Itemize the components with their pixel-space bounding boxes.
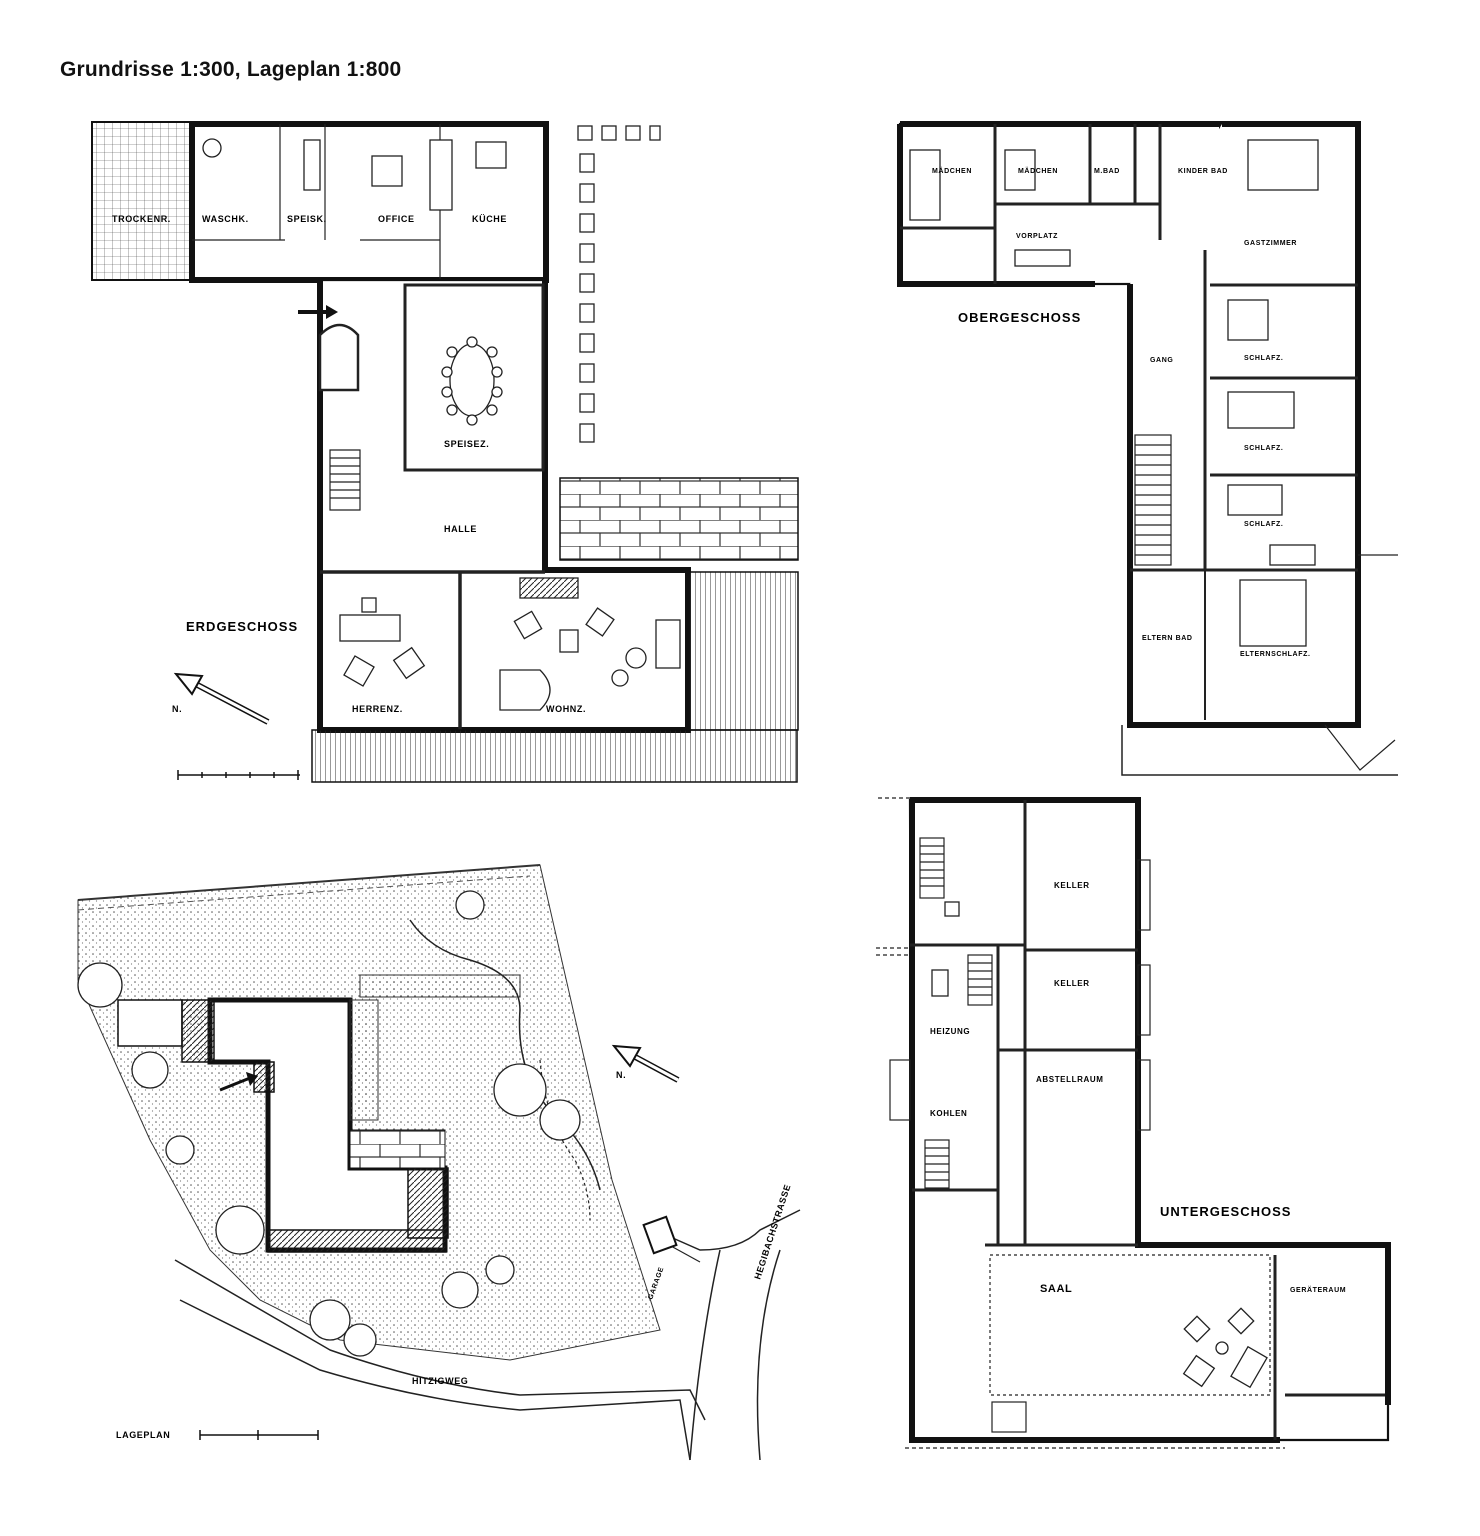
obergeschoss-labels: MÄDCHEN MÄDCHEN M.BAD KINDER BAD GASTZIM…	[932, 167, 1311, 658]
room-label: OFFICE	[378, 214, 415, 224]
room-label: MÄDCHEN	[1018, 167, 1058, 175]
room-label: SCHLAFZ.	[1244, 355, 1283, 362]
room-label: WASCHK.	[202, 214, 249, 224]
north-label: N.	[616, 1070, 626, 1080]
untergeschoss-plan	[876, 797, 1391, 1449]
north-label: N.	[172, 704, 182, 714]
room-label: SPEISEZ.	[444, 439, 489, 449]
room-label: SCHLAFZ.	[1244, 521, 1283, 528]
room-label: WOHNZ.	[546, 704, 586, 714]
room-label: SPEISK.	[287, 214, 327, 224]
room-label: GERÄTERAUM	[1290, 1286, 1346, 1294]
floor-label-untergeschoss: UNTERGESCHOSS	[1160, 1204, 1291, 1219]
room-label: SCHLAFZ.	[1244, 445, 1283, 452]
room-label: KOHLEN	[930, 1109, 967, 1118]
room-label: VORPLATZ	[1016, 233, 1058, 240]
room-label: HEIZUNG	[930, 1027, 970, 1036]
room-label: ABSTELLRAUM	[1036, 1075, 1103, 1084]
floor-label-obergeschoss: OBERGESCHOSS	[958, 310, 1081, 325]
room-label: HALLE	[444, 524, 477, 534]
untergeschoss-labels: KELLER KELLER HEIZUNG KOHLEN ABSTELLRAUM…	[930, 881, 1346, 1295]
room-label: KELLER	[1054, 979, 1090, 988]
room-label: KÜCHE	[472, 214, 507, 224]
room-label: KELLER	[1054, 881, 1090, 890]
room-label: ELTERN BAD	[1142, 635, 1193, 642]
room-label: KINDER BAD	[1178, 168, 1228, 175]
erdgeschoss-plan	[91, 121, 799, 783]
room-label: HERRENZ.	[352, 704, 403, 714]
room-label: M.BAD	[1094, 168, 1120, 175]
room-label: GASTZIMMER	[1244, 240, 1297, 247]
room-label: TROCKENR.	[112, 214, 171, 224]
page-title: Grundrisse 1:300, Lageplan 1:800	[60, 58, 402, 81]
room-label: SAAL	[1040, 1283, 1072, 1295]
lageplan-label: LAGEPLAN	[116, 1430, 170, 1440]
room-label: GANG	[1150, 357, 1173, 364]
garage-label: GARAGE	[647, 1266, 665, 1301]
lageplan-site-plan	[77, 864, 801, 1461]
floor-label-erdgeschoss: ERDGESCHOSS	[186, 619, 298, 634]
obergeschoss-plan	[897, 121, 1398, 776]
trockenraum-area	[91, 121, 193, 281]
erdgeschoss-labels: TROCKENR. WASCHK. SPEISK. OFFICE KÜCHE S…	[112, 214, 586, 714]
room-label: ELTERNSCHLAFZ.	[1240, 651, 1311, 658]
room-label: MÄDCHEN	[932, 167, 972, 175]
street-label-hitzigweg: HITZIGWEG	[412, 1376, 468, 1386]
